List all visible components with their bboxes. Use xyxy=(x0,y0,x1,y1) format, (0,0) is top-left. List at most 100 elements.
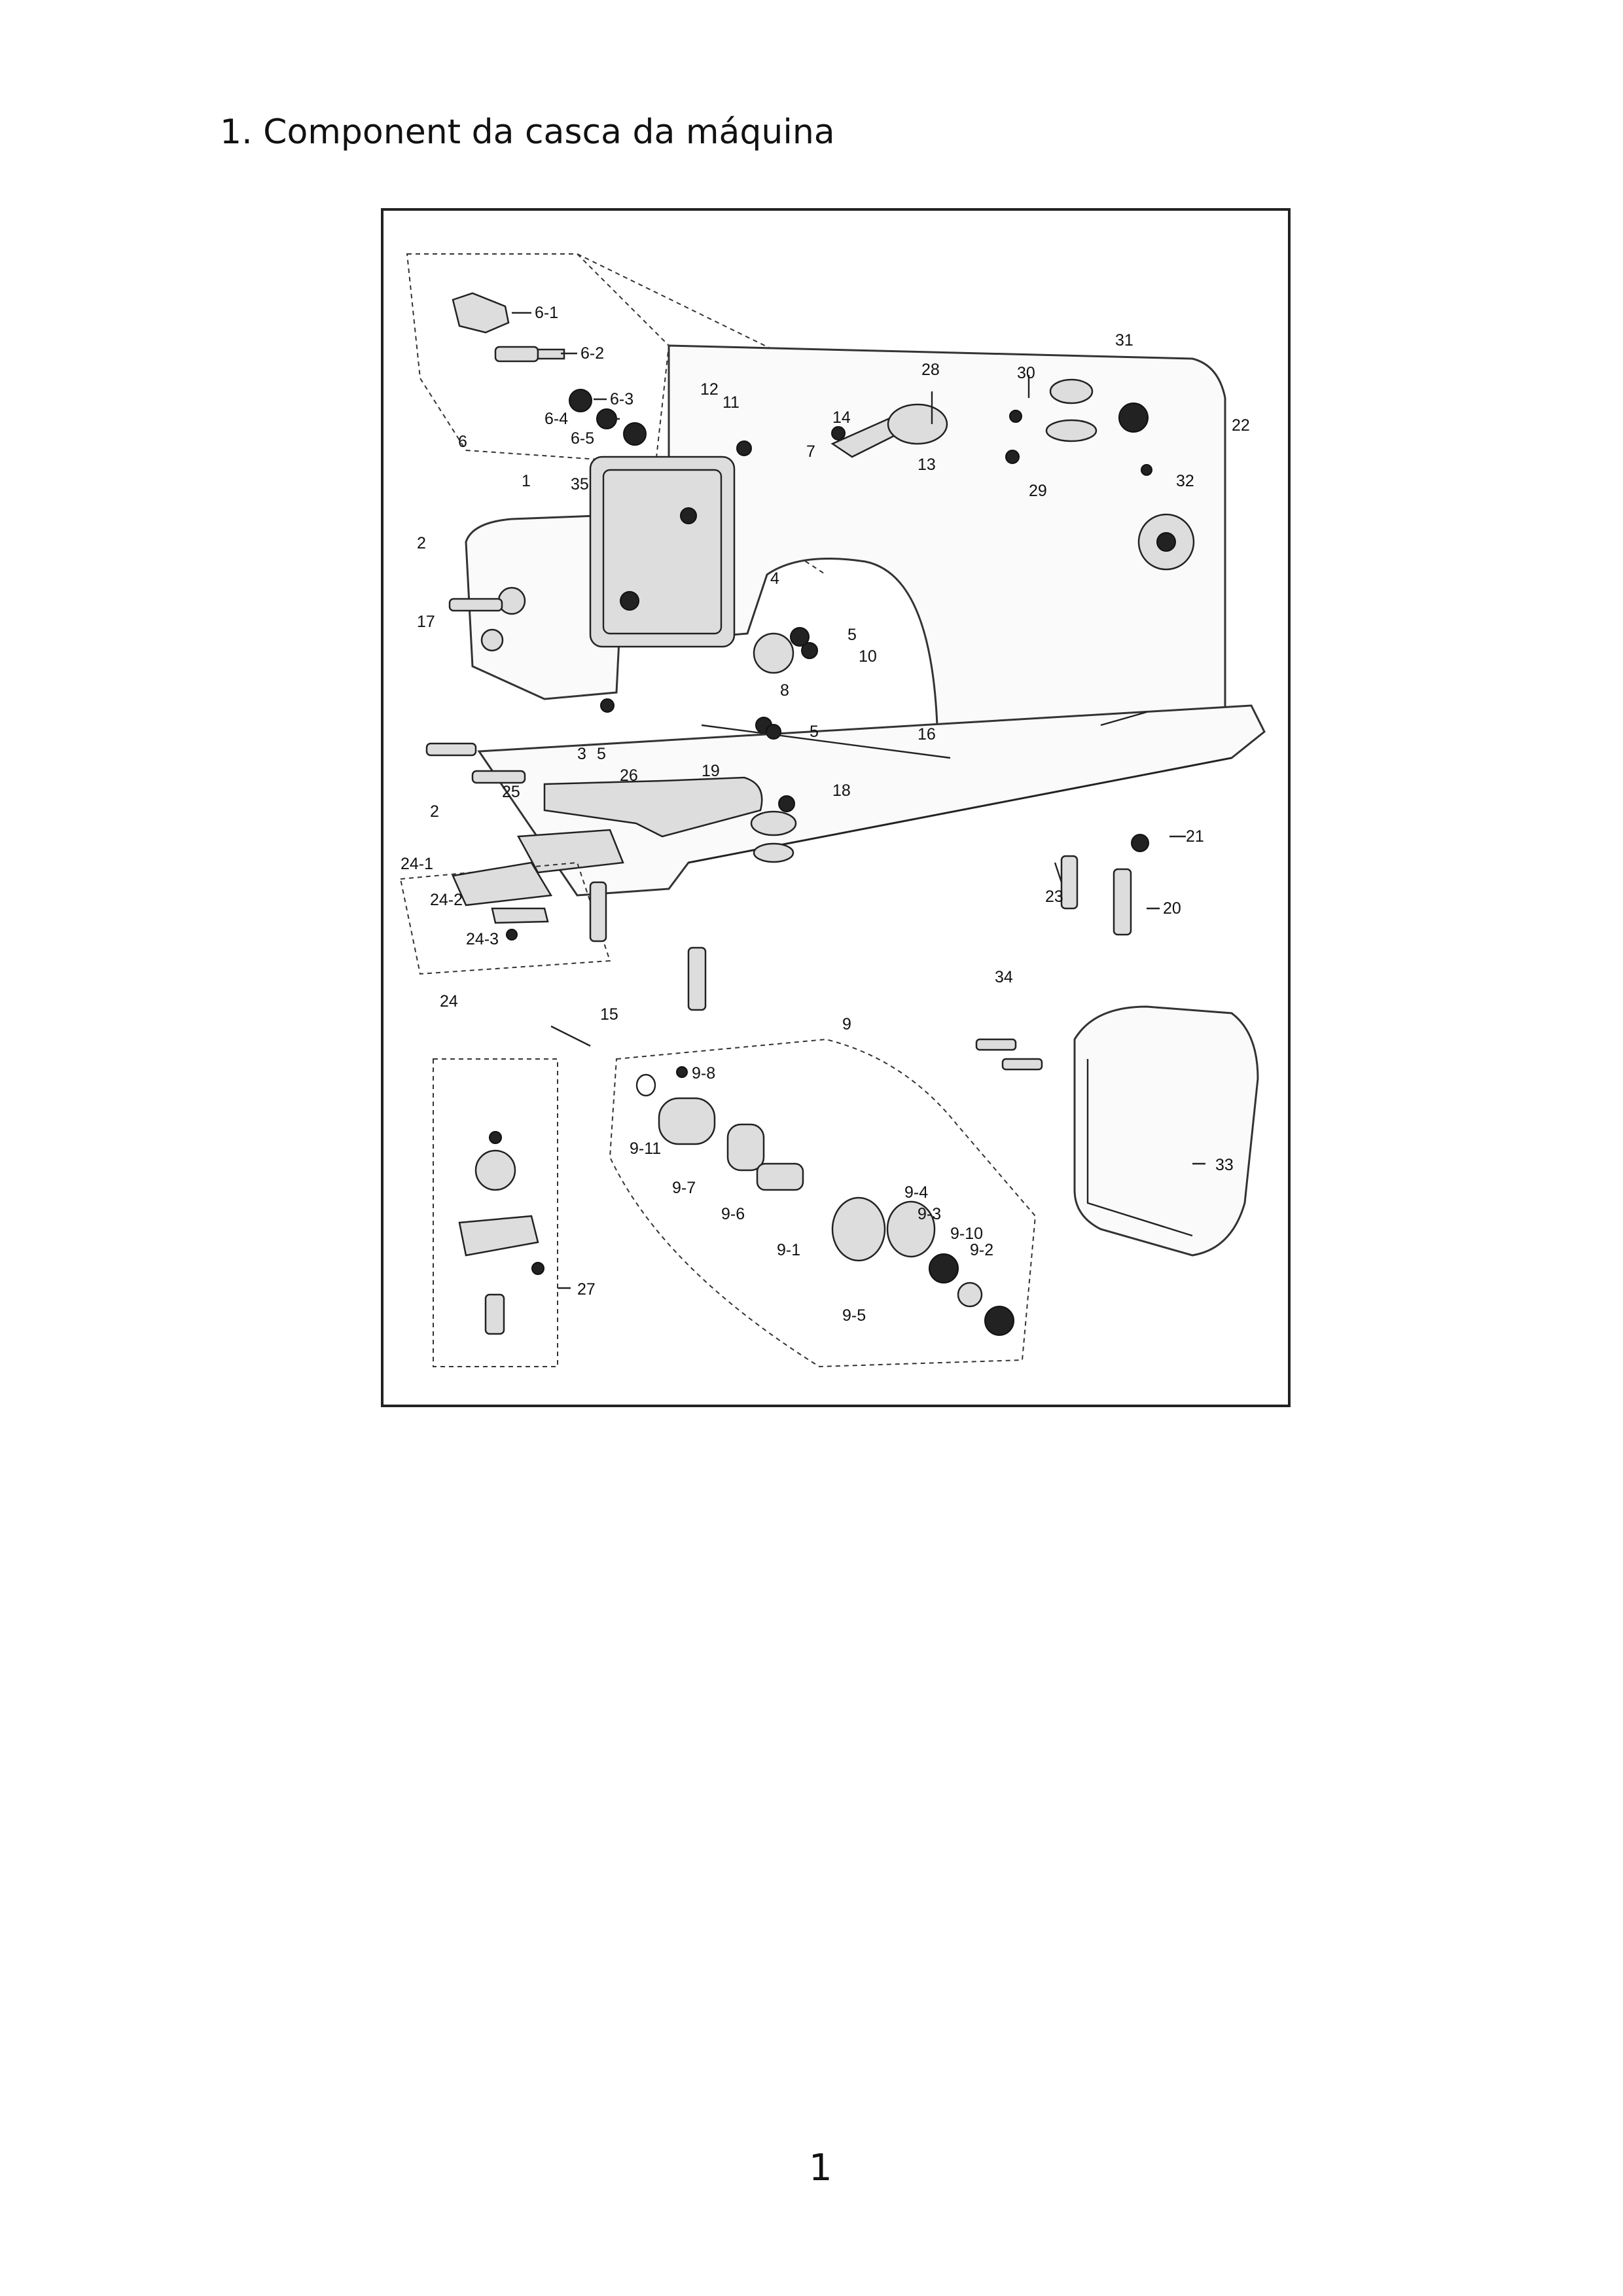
label-29: 29 xyxy=(1029,482,1047,500)
label-9-4: 9-4 xyxy=(904,1183,928,1202)
part-6-3-nut xyxy=(569,389,592,412)
label-9-1: 9-1 xyxy=(777,1241,800,1259)
group-24-outline xyxy=(399,861,611,975)
part-29-plug xyxy=(1005,450,1020,464)
label-7: 7 xyxy=(806,442,815,461)
label-26: 26 xyxy=(620,766,638,785)
label-32: 32 xyxy=(1176,472,1194,490)
label-5-lower: 5 xyxy=(810,723,819,741)
label-13: 13 xyxy=(918,456,936,474)
needle-bar-mechanism xyxy=(589,456,736,648)
part-9-3-nut xyxy=(929,1253,959,1283)
part-foot-center xyxy=(687,946,707,1011)
label-23: 23 xyxy=(1045,888,1063,906)
label-34: 34 xyxy=(995,968,1013,986)
label-6-3: 6-3 xyxy=(610,390,633,408)
leader-lines xyxy=(512,312,1205,1289)
part-13-cover xyxy=(887,403,948,445)
label-22: 22 xyxy=(1232,416,1250,435)
part-2-screw-a xyxy=(425,742,477,757)
label-9-2: 9-2 xyxy=(970,1241,993,1259)
page-title: 1. Component da casca da máquina xyxy=(220,113,835,152)
part-23-foot xyxy=(1060,855,1079,910)
label-9-11: 9-11 xyxy=(630,1139,661,1158)
part-6-1-bracket xyxy=(452,292,510,334)
label-18: 18 xyxy=(832,781,851,800)
label-9-10: 9-10 xyxy=(950,1225,983,1243)
part-10-screw xyxy=(801,642,818,659)
label-1: 1 xyxy=(522,472,531,490)
part-24-2-feed-dog xyxy=(491,907,549,924)
part-5-screw-upper xyxy=(790,627,810,647)
label-6-4: 6-4 xyxy=(544,410,568,428)
label-24: 24 xyxy=(440,992,458,1011)
part-27-shaft xyxy=(484,1293,505,1335)
part-9-5-collar xyxy=(831,1196,886,1262)
part-24-1-plate xyxy=(452,861,553,906)
part-7-screw xyxy=(736,440,752,456)
part-9-2-nut xyxy=(984,1306,1014,1336)
label-9-8: 9-8 xyxy=(692,1064,715,1083)
part-34-screw-b xyxy=(1001,1058,1043,1071)
part-9-10-washer xyxy=(957,1282,983,1308)
part-2-screw-b xyxy=(471,770,526,784)
part-2-screw-top xyxy=(448,598,503,612)
part-30-screw xyxy=(1009,410,1022,423)
label-9: 9 xyxy=(842,1015,851,1033)
label-15: 15 xyxy=(600,1005,618,1024)
label-28: 28 xyxy=(921,361,940,379)
group-9-outline xyxy=(609,1038,1037,1368)
label-4: 4 xyxy=(770,569,779,588)
label-6: 6 xyxy=(458,433,467,451)
label-6-2: 6-2 xyxy=(580,344,604,363)
part-21-washer xyxy=(1131,834,1149,852)
label-17: 17 xyxy=(417,613,435,631)
label-2-bottom: 2 xyxy=(430,802,439,821)
label-5-left: 5 xyxy=(597,745,606,763)
label-31: 31 xyxy=(1115,331,1133,350)
part-34-screw-a xyxy=(975,1038,1017,1051)
group-27-outline xyxy=(433,1058,558,1367)
label-12: 12 xyxy=(700,380,719,399)
part-9-8-screw xyxy=(676,1066,688,1078)
part-6-2-shaft xyxy=(494,346,565,363)
label-24-2: 24-2 xyxy=(430,891,463,909)
part-9-1-shaft xyxy=(756,1162,804,1191)
label-20: 20 xyxy=(1163,899,1181,918)
label-25: 25 xyxy=(502,783,520,801)
label-16: 16 xyxy=(918,725,936,744)
part-19-screw xyxy=(778,795,795,812)
label-9-5: 9-5 xyxy=(842,1306,866,1325)
part-9-11-ring xyxy=(635,1073,656,1097)
label-33: 33 xyxy=(1215,1156,1234,1174)
label-24-1: 24-1 xyxy=(401,855,433,873)
page-number: 1 xyxy=(809,2147,832,2189)
label-14: 14 xyxy=(832,408,851,427)
label-21: 21 xyxy=(1186,827,1204,846)
label-8: 8 xyxy=(780,681,789,700)
label-24-3: 24-3 xyxy=(466,930,499,948)
part-20-foot-right xyxy=(1113,868,1132,936)
part-9-6-gear xyxy=(726,1123,765,1172)
label-19: 19 xyxy=(702,762,720,780)
label-9-6: 9-6 xyxy=(721,1205,745,1223)
part-18-bobbin-cover xyxy=(750,810,797,836)
part-24-3-screw xyxy=(506,929,518,941)
label-3: 3 xyxy=(577,745,586,763)
part-32-screw xyxy=(1141,464,1152,476)
part-26-feed-plate xyxy=(543,776,763,838)
label-2-top: 2 xyxy=(417,534,426,552)
part-9-7-bushing xyxy=(658,1097,716,1145)
label-10: 10 xyxy=(859,647,877,666)
part-5-screw-lower xyxy=(766,724,781,740)
label-5-upper: 5 xyxy=(847,626,857,644)
part-14-screw xyxy=(831,426,846,440)
label-6-5: 6-5 xyxy=(571,429,594,448)
part-labels: 6-1 6-2 6-3 6-4 6-5 6 12 11 28 30 31 22 … xyxy=(401,304,1250,1325)
part-foot-left xyxy=(589,881,607,942)
part-15-pin xyxy=(550,1025,591,1047)
part-5-screw-left xyxy=(600,698,615,713)
part-33-side-cover xyxy=(1073,1005,1259,1257)
label-9-3: 9-3 xyxy=(918,1205,941,1223)
machine-arm-casting xyxy=(668,344,1226,726)
